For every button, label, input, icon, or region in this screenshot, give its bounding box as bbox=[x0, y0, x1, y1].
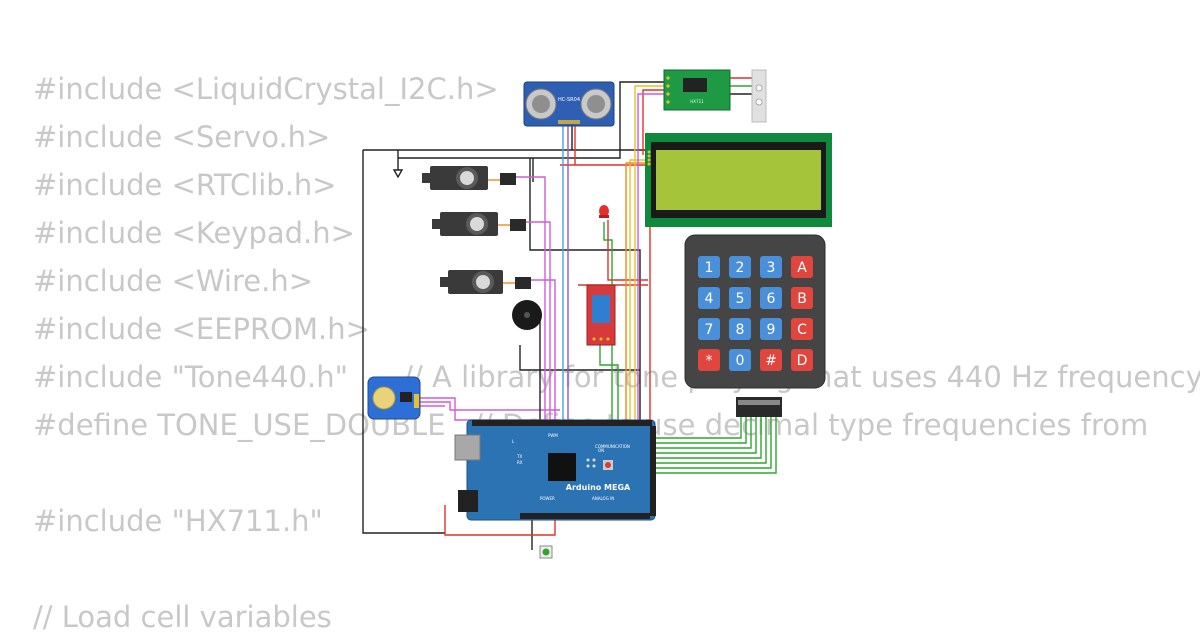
board-led-rx: RX bbox=[517, 460, 523, 465]
load-cell bbox=[751, 69, 767, 123]
keypad-key-label: 0 bbox=[736, 353, 745, 369]
code-line: #include <Wire.h> bbox=[33, 264, 314, 298]
digital-header bbox=[472, 420, 652, 426]
keypad-key: 0 bbox=[729, 349, 751, 371]
keypad-key-label: 9 bbox=[767, 322, 776, 338]
keypad-key: A bbox=[791, 256, 813, 278]
wire-buzzer bbox=[527, 317, 541, 420]
keypad-key-label: C bbox=[797, 322, 807, 338]
ultrasonic-label: HC-SR04 bbox=[558, 97, 580, 103]
power-analog-header bbox=[520, 513, 650, 519]
mcu-chip bbox=[548, 453, 576, 481]
hx711-module: HX711 bbox=[663, 69, 731, 111]
keypad-key: B bbox=[791, 287, 813, 309]
board-led-l: L bbox=[512, 439, 515, 444]
keypad-key: 8 bbox=[729, 318, 751, 340]
relay-module bbox=[586, 284, 616, 346]
board-analog-label: ANALOG IN bbox=[592, 496, 614, 501]
board-pwm-label: PWM bbox=[548, 433, 558, 438]
wire-servo-signals bbox=[516, 176, 556, 420]
code-line: #include "HX711.h" bbox=[33, 504, 323, 538]
keypad-key: D bbox=[791, 349, 813, 371]
keypad-key-label: B bbox=[797, 291, 807, 307]
keypad-key-label: D bbox=[797, 353, 808, 369]
wire-lcd-sda bbox=[629, 159, 650, 420]
rtc-module bbox=[367, 376, 421, 420]
keypad-key: 1 bbox=[698, 256, 720, 278]
keypad: 1 2 3 A 4 5 6 B 7 8 9 C * 0 # D bbox=[684, 234, 826, 417]
wire-hx-sck bbox=[637, 93, 666, 420]
keypad-keys: 1 2 3 A 4 5 6 B 7 8 9 C * 0 # D bbox=[698, 256, 813, 371]
ultrasonic-sensor: HC-SR04 bbox=[523, 81, 615, 127]
keypad-key: 4 bbox=[698, 287, 720, 309]
keypad-key: 9 bbox=[760, 318, 782, 340]
keypad-key-label: 1 bbox=[705, 260, 714, 276]
wire-relay bbox=[599, 345, 619, 420]
code-line: #include "Tone440.h" // A library for to… bbox=[33, 360, 1200, 394]
board-led-tx: TX bbox=[516, 454, 522, 459]
ground-symbol bbox=[392, 169, 404, 179]
code-line: #include <LiquidCrystal_I2C.h> bbox=[33, 72, 499, 106]
servo-motor-1 bbox=[422, 166, 516, 190]
power-jack bbox=[458, 490, 478, 512]
wire-rtc bbox=[420, 397, 560, 421]
keypad-key: 6 bbox=[760, 287, 782, 309]
lcd-display bbox=[645, 133, 832, 227]
servo-motor-2 bbox=[432, 212, 526, 236]
hx711-label: HX711 bbox=[690, 99, 704, 104]
keypad-key-label: 4 bbox=[705, 291, 714, 307]
board-led-on: ON bbox=[598, 448, 604, 453]
keypad-key: 3 bbox=[760, 256, 782, 278]
keypad-key-label: A bbox=[797, 260, 807, 276]
keypad-key-label: 5 bbox=[736, 291, 745, 307]
keypad-key: 2 bbox=[729, 256, 751, 278]
board-communication-label: COMMUNICATION bbox=[595, 444, 630, 449]
keypad-key: # bbox=[760, 349, 782, 371]
board-brand: Arduino MEGA bbox=[566, 483, 631, 492]
keypad-key-label: 8 bbox=[736, 322, 745, 338]
code-line: // Load cell variables bbox=[33, 600, 332, 634]
keypad-key: 7 bbox=[698, 318, 720, 340]
keypad-key-label: * bbox=[706, 353, 713, 369]
buzzer bbox=[512, 300, 542, 330]
wire-ground-bus bbox=[362, 81, 666, 550]
keypad-key-label: 7 bbox=[705, 322, 714, 338]
keypad-key-label: 2 bbox=[736, 260, 745, 276]
keypad-key: C bbox=[791, 318, 813, 340]
board-power-label: POWER bbox=[540, 496, 555, 501]
wire-lcd-scl bbox=[625, 162, 650, 420]
servo-motor-3 bbox=[440, 270, 531, 294]
wire-keypad-bus bbox=[655, 415, 777, 474]
keypad-key-label: 6 bbox=[767, 291, 776, 307]
keypad-key: 5 bbox=[729, 287, 751, 309]
code-line: #include <Keypad.h> bbox=[33, 216, 355, 250]
usb-port bbox=[454, 434, 481, 461]
side-header bbox=[650, 426, 656, 516]
push-button bbox=[539, 545, 553, 559]
keypad-key: * bbox=[698, 349, 720, 371]
wire-loadcell bbox=[730, 77, 752, 95]
code-line: #include <EEPROM.h> bbox=[33, 312, 370, 346]
arduino-mega: Arduino MEGA PWM COMMUNICATION POWER ANA… bbox=[454, 419, 656, 521]
keypad-key-label: 3 bbox=[767, 260, 776, 276]
code-line: #include <RTClib.h> bbox=[33, 168, 337, 202]
keypad-key-label: # bbox=[765, 353, 777, 369]
wire-hx-dt bbox=[634, 85, 666, 420]
red-led bbox=[599, 205, 609, 218]
code-line: #include <Servo.h> bbox=[33, 120, 331, 154]
